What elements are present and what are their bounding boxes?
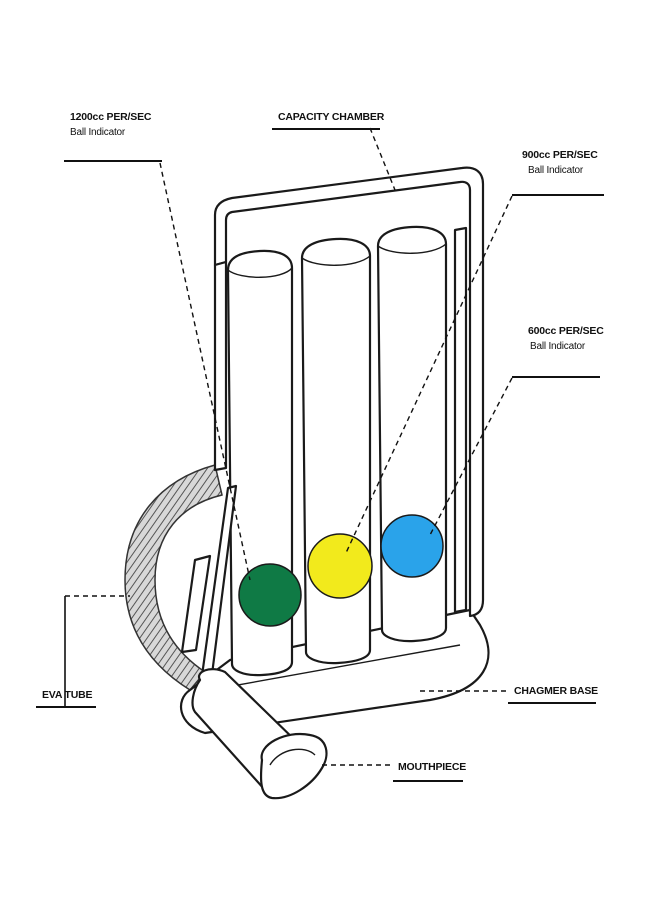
- cylinder-right: [376, 225, 468, 643]
- label-eva-tube-text: EVA TUBE: [42, 689, 93, 701]
- ball-blue-600: [380, 514, 444, 578]
- label-chamber-base: CHAGMER BASE: [514, 684, 598, 699]
- label-1200cc-sub: Ball Indicator: [70, 127, 126, 138]
- label-600cc-sub: Ball Indicator: [530, 341, 586, 352]
- underline-900cc: [512, 194, 604, 196]
- label-900cc-title: 900cc PER/SEC: [522, 149, 598, 161]
- label-900cc-sub: Ball Indicator: [528, 165, 584, 176]
- label-1200cc: 1200cc PER/SEC Ball Indicator: [70, 110, 151, 140]
- label-900cc: 900cc PER/SEC Ball Indicator: [522, 148, 598, 178]
- connector-stem: [180, 484, 238, 692]
- label-eva-tube: EVA TUBE: [42, 688, 93, 703]
- capacity-chamber-shape: [213, 166, 485, 618]
- label-1200cc-title: 1200cc PER/SEC: [70, 111, 152, 123]
- label-mouthpiece-text: MOUTHPIECE: [398, 761, 467, 773]
- ball-yellow-900: [307, 533, 373, 599]
- label-capacity-text: CAPACITY CHAMBER: [278, 111, 385, 123]
- underline-mouthpiece: [393, 780, 463, 782]
- mouthpiece-shape: [191, 668, 328, 800]
- label-chamber-base-text: CHAGMER BASE: [514, 685, 598, 697]
- label-mouthpiece: MOUTHPIECE: [398, 760, 466, 775]
- cylinder-middle: [300, 237, 372, 665]
- label-600cc-title: 600cc PER/SEC: [528, 325, 604, 337]
- underline-eva-tube: [36, 706, 96, 708]
- underline-capacity: [272, 128, 380, 130]
- underline-chamber-base: [508, 702, 596, 704]
- ball-green-1200: [238, 563, 302, 627]
- underline-600cc: [512, 376, 600, 378]
- label-capacity-chamber: CAPACITY CHAMBER: [278, 110, 384, 125]
- leader-lines: [65, 127, 513, 766]
- underline-1200cc: [64, 160, 162, 162]
- label-600cc: 600cc PER/SEC Ball Indicator: [528, 324, 604, 354]
